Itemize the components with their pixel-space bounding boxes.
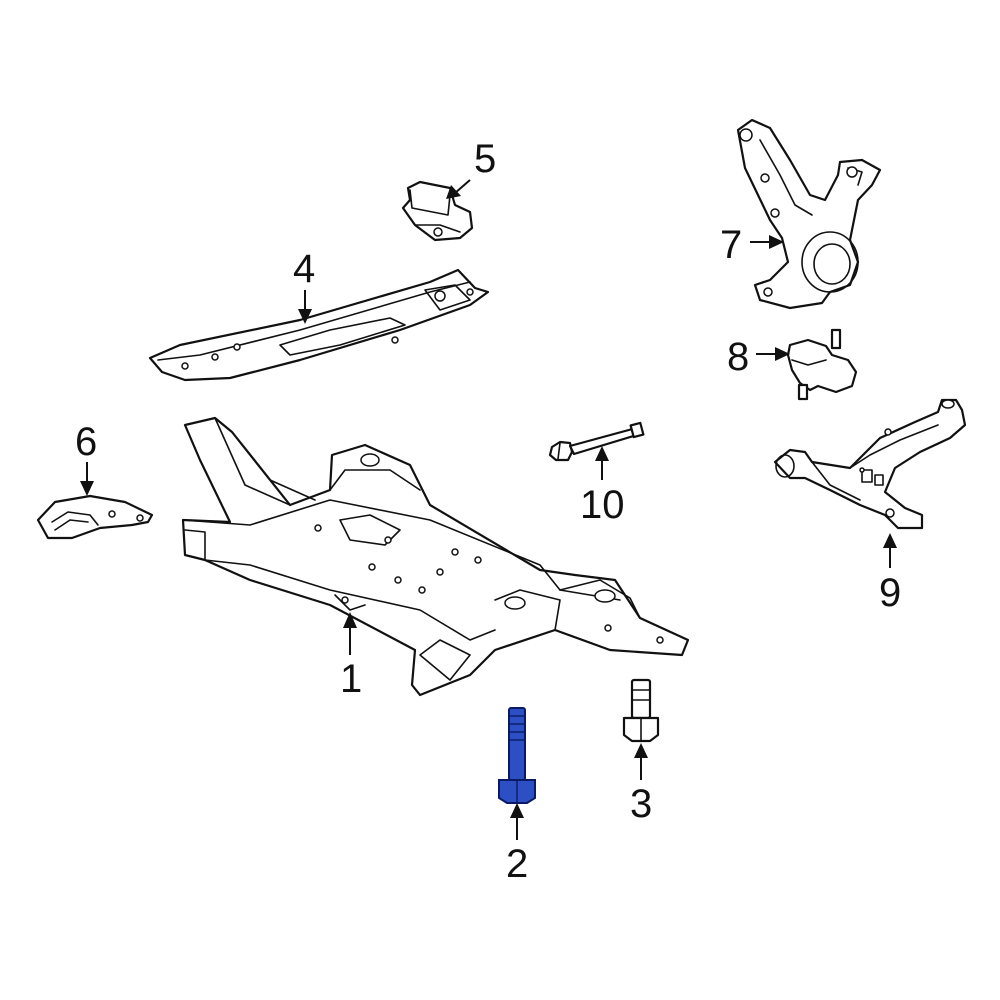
part-5-bracket[interactable] [401, 180, 474, 242]
part-10-bolt[interactable] [548, 421, 645, 462]
part-9-control-arm[interactable] [773, 398, 967, 530]
part-4-brace[interactable] [148, 268, 490, 382]
arrow-4-icon [298, 309, 312, 324]
arrow-2-icon [510, 803, 524, 818]
arrow-6-icon [80, 481, 94, 496]
callout-7: 7 [720, 223, 742, 267]
part-2-bolt[interactable] [498, 707, 536, 804]
callout-9: 9 [879, 571, 901, 615]
callout-8: 8 [727, 335, 749, 379]
arrow-9-icon [883, 533, 897, 548]
callout-4: 4 [293, 247, 315, 291]
part-8-ball-joint[interactable] [786, 328, 858, 401]
arrow-8-icon [775, 347, 790, 361]
part-7-knuckle[interactable] [736, 118, 882, 310]
arrow-3-icon [634, 743, 648, 758]
callout-5: 5 [474, 137, 496, 181]
part-3-bolt[interactable] [622, 678, 660, 743]
arrow-10-icon [595, 446, 609, 461]
callout-10: 10 [580, 483, 625, 527]
part-6-shield[interactable] [36, 494, 154, 540]
arrow-5-icon [446, 185, 461, 199]
part-1-crossmember[interactable] [181, 416, 690, 697]
callout-1: 1 [340, 657, 362, 701]
callout-2: 2 [506, 842, 528, 886]
callout-3: 3 [630, 782, 652, 826]
arrow-1-icon [343, 612, 357, 628]
callout-6: 6 [75, 420, 97, 464]
arrow-7-icon [769, 235, 784, 249]
leader-5 [454, 179, 471, 194]
